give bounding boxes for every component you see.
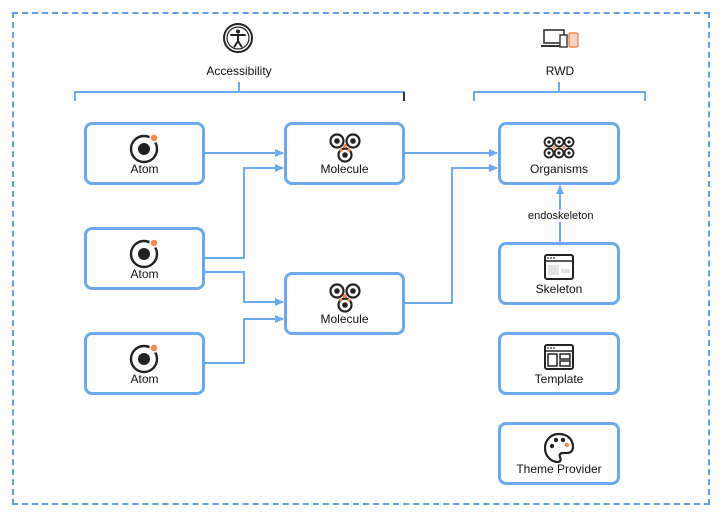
atom-node-3[interactable]: Atom bbox=[84, 332, 205, 395]
diagram-frame bbox=[12, 12, 710, 505]
atom-node-2[interactable]: Atom bbox=[84, 227, 205, 290]
molecule-node-1[interactable]: Molecule bbox=[284, 122, 405, 185]
atom-icon bbox=[129, 343, 159, 374]
atom-label: Atom bbox=[130, 162, 159, 176]
organisms-node[interactable]: Organisms bbox=[498, 122, 620, 185]
template-icon bbox=[544, 344, 574, 370]
atom-icon bbox=[129, 133, 159, 164]
molecule-label: Molecule bbox=[320, 162, 369, 176]
atom-node-1[interactable]: Atom bbox=[84, 122, 205, 185]
skeleton-label: Skeleton bbox=[535, 282, 583, 296]
edge-atom3-molecule2 bbox=[205, 315, 284, 364]
accessibility-label: Accessibility bbox=[206, 64, 272, 78]
edge-atom2-molecule1 bbox=[205, 164, 284, 259]
theme-provider-label: Theme Provider bbox=[516, 462, 602, 476]
molecule-label: Molecule bbox=[320, 312, 369, 326]
atom-label: Atom bbox=[130, 372, 159, 386]
edge-atom2-molecule2 bbox=[205, 271, 284, 306]
palette-icon bbox=[543, 432, 575, 464]
template-label: Template bbox=[534, 372, 584, 386]
skeleton-icon bbox=[544, 254, 574, 280]
accessibility-icon bbox=[223, 23, 253, 53]
rwd-bracket bbox=[473, 82, 646, 101]
edge-molecule2-organisms bbox=[405, 164, 498, 304]
accessibility-bracket bbox=[74, 82, 405, 101]
atom-label: Atom bbox=[130, 267, 159, 281]
organisms-label: Organisms bbox=[529, 162, 588, 176]
skeleton-node[interactable]: Skeleton bbox=[498, 242, 620, 305]
molecule-icon bbox=[328, 283, 361, 313]
atom-icon bbox=[129, 238, 159, 269]
theme-provider-node[interactable]: Theme Provider bbox=[498, 422, 620, 485]
molecule-icon bbox=[328, 133, 361, 163]
template-node[interactable]: Template bbox=[498, 332, 620, 395]
rwd-label: RWD bbox=[545, 64, 575, 78]
organisms-icon bbox=[543, 136, 575, 159]
responsive-devices-icon bbox=[541, 29, 579, 48]
endoskeleton-label: endoskeleton bbox=[525, 210, 597, 222]
molecule-node-2[interactable]: Molecule bbox=[284, 272, 405, 335]
